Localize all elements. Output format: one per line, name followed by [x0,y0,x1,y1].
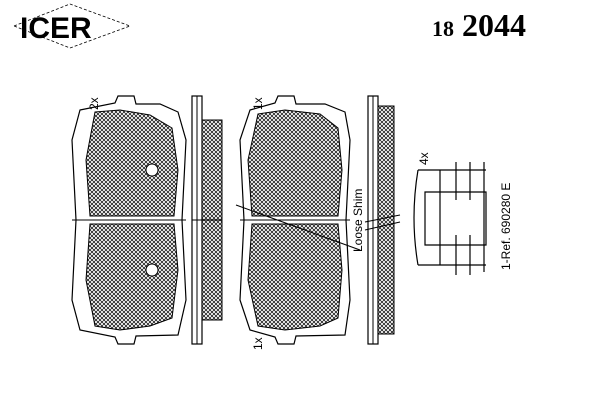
clip-quantity: 4x [417,152,431,165]
pad1-quantity: 2x [87,97,101,110]
brake-pad-side-2 [364,95,401,345]
pad2-quantity-top: 1x [251,97,265,110]
part-number: 2044 [462,7,526,43]
svg-text:ICER: ICER [20,12,92,45]
icer-logo: ICER [12,3,132,49]
loose-shim-note: Loose Shim [351,189,365,252]
pad2-quantity-bottom: 1x [251,337,265,350]
reference-number: 1-Ref. 690280 E [499,183,513,270]
brake-pad-side-1 [191,95,223,345]
retaining-clip [413,162,487,275]
brake-pad-front-2 [235,95,361,345]
brake-pad-front-1 [71,95,187,345]
part-prefix: 18 [432,16,454,41]
